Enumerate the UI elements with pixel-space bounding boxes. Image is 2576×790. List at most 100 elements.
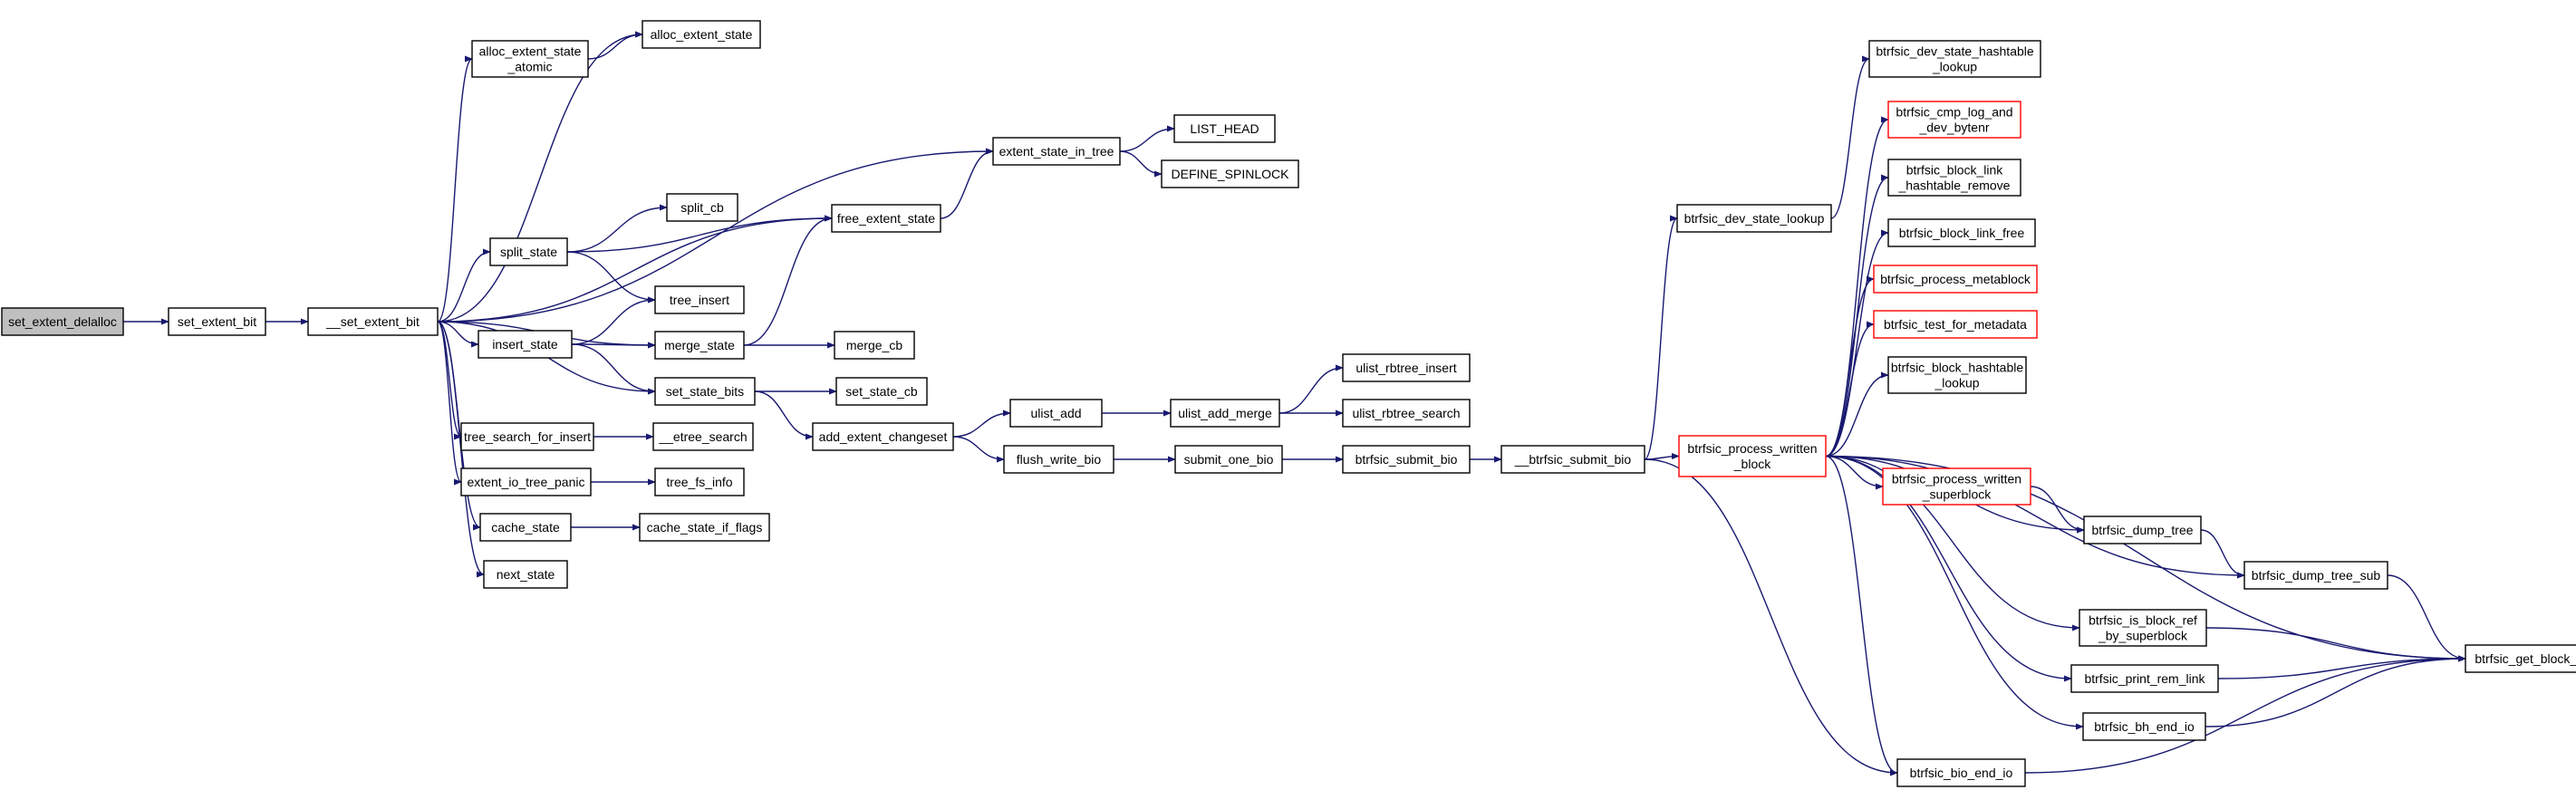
node-label: ulist_rbtree_search	[1352, 406, 1460, 420]
node-label: add_extent_changeset	[819, 429, 948, 444]
node-btrfsic-print-rem-link[interactable]: btrfsic_print_rem_link	[2070, 664, 2219, 693]
node-ulist-rbtree-search[interactable]: ulist_rbtree_search	[1342, 399, 1471, 428]
edge-btrfsic-process-written-block-to-btrfsic-bio-end-io	[1825, 455, 1898, 776]
node-label: tree_insert	[670, 293, 729, 307]
node-label: submit_one_bio	[1184, 452, 1274, 467]
node-label: alloc_extent_state	[479, 44, 582, 59]
node-submit-one-bio[interactable]: submit_one_bio	[1174, 445, 1283, 474]
edge-set-extent-bit-to-split-state	[437, 248, 491, 323]
node-cache-state-if-flags[interactable]: cache_state_if_flags	[639, 513, 770, 542]
node-box	[831, 204, 941, 233]
node-list-head[interactable]: LIST_HEAD	[1173, 114, 1276, 143]
node-btrfsic-process-metablock[interactable]: btrfsic_process_metablock	[1873, 265, 2038, 294]
edge-insert-state-to-tree-insert	[571, 296, 656, 345]
node-label: btrfsic_block_link	[1906, 163, 2004, 178]
node-box	[834, 331, 915, 360]
node-label: btrfsic_bio_end_io	[1910, 766, 2013, 780]
node-label: _by_superblock	[2098, 629, 2188, 643]
node-alloc-extent-state-atomic[interactable]: alloc_extent_state_atomic	[471, 40, 589, 78]
node-box	[479, 513, 572, 542]
node-label: btrfsic_cmp_log_and	[1896, 105, 2012, 120]
edge-btrfsic-dump-tree-to-btrfsic-dump-tree-sub	[2200, 529, 2245, 579]
node-label: cache_state_if_flags	[647, 520, 763, 535]
node-btrfsic-bio-end-io[interactable]: btrfsic_bio_end_io	[1896, 758, 2026, 787]
node-cache-state[interactable]: cache_state	[479, 513, 572, 542]
node-define-spinlock[interactable]: DEFINE_SPINLOCK	[1161, 159, 1299, 188]
node-label: alloc_extent_state	[651, 27, 753, 42]
node-btrfsic-dump-tree[interactable]: btrfsic_dump_tree	[2083, 515, 2202, 544]
node-label: ulist_add	[1030, 406, 1081, 420]
node-btrfsic-process-written-superblock[interactable]: btrfsic_process_written_superblock	[1882, 467, 2031, 506]
node-box	[654, 467, 745, 496]
node-btrfsic-submit-bio[interactable]: btrfsic_submit_bio	[1342, 445, 1471, 474]
node-split-state[interactable]: split_state	[489, 237, 568, 266]
node-tree-search-for-insert[interactable]: tree_search_for_insert	[460, 422, 594, 451]
node-btrfsic-process-written-block[interactable]: btrfsic_process_written_block	[1678, 435, 1827, 477]
node-box	[2465, 644, 2576, 673]
node-btrfsic-dump-tree-sub[interactable]: btrfsic_dump_tree_sub	[2243, 561, 2388, 590]
node-set-state-cb[interactable]: set_state_cb	[835, 377, 928, 406]
node-alloc-extent-state[interactable]: alloc_extent_state	[642, 20, 761, 49]
node-btrfsic-test-for-metadata[interactable]: btrfsic_test_for_metadata	[1873, 310, 2038, 339]
edge-btrfsic-bh-end-io-to-btrfsic-get-block-type	[2205, 655, 2466, 727]
node-box	[1887, 159, 2021, 197]
edge-set-extent-bit-to-extent-io-tree-panic	[437, 321, 462, 486]
node-label: DEFINE_SPINLOCK	[1172, 167, 1290, 181]
edge-insert-state-to-set-state-bits	[571, 343, 656, 395]
node-btrfsic-is-block-ref-by-superblock[interactable]: btrfsic_is_block_ref_by_superblock	[2079, 609, 2207, 647]
node-box	[639, 513, 770, 542]
edge-btrfsic-process-written-block-to-btrfsic-bh-end-io	[1825, 455, 2084, 730]
node-label: extent_io_tree_panic	[468, 475, 585, 489]
node-extent-io-tree-panic[interactable]: extent_io_tree_panic	[460, 467, 592, 496]
node-label: btrfsic_dev_state_hashtable	[1876, 44, 2034, 59]
node-ulist-add[interactable]: ulist_add	[1009, 399, 1103, 428]
node-split-cb[interactable]: split_cb	[666, 193, 738, 222]
node-btrfsic-submit-bio[interactable]: __btrfsic_submit_bio	[1500, 445, 1645, 474]
node-label: btrfsic_bh_end_io	[2094, 719, 2195, 734]
node-box	[2079, 609, 2207, 647]
node-label: btrfsic_get_block_type	[2475, 651, 2576, 666]
node-label: set_state_bits	[666, 384, 744, 399]
edge-btrfsic-dev-state-lookup-to-btrfsic-dev-state-hashtable-lookup	[1830, 55, 1870, 219]
node-box	[654, 377, 756, 406]
node-label: set_extent_bit	[178, 314, 256, 329]
edge-btrfsic-submit-bio-to-btrfsic-bio-end-io	[1644, 458, 1898, 776]
node-box	[1342, 353, 1471, 382]
edge-ulist-add-merge-to-ulist-rbtree-insert	[1278, 364, 1344, 414]
node-next-state[interactable]: next_state	[483, 560, 568, 589]
node-ulist-rbtree-insert[interactable]: ulist_rbtree_insert	[1342, 353, 1471, 382]
node-etree-search[interactable]: __etree_search	[652, 422, 754, 451]
node-free-extent-state[interactable]: free_extent_state	[831, 204, 941, 233]
edge-btrfsic-process-written-block-to-btrfsic-process-metablock	[1825, 275, 1875, 458]
node-label: set_state_cb	[845, 384, 918, 399]
node-box	[2070, 664, 2219, 693]
node-set-extent-bit[interactable]: set_extent_bit	[168, 307, 266, 336]
node-btrfsic-block-link-hashtable-remove[interactable]: btrfsic_block_link_hashtable_remove	[1887, 159, 2021, 197]
node-set-extent-bit[interactable]: __set_extent_bit	[307, 307, 439, 336]
node-box	[489, 237, 568, 266]
edge-btrfsic-bio-end-io-to-btrfsic-get-block-type	[2024, 655, 2466, 774]
node-box	[478, 330, 573, 359]
node-add-extent-changeset[interactable]: add_extent_changeset	[812, 422, 954, 451]
node-merge-cb[interactable]: merge_cb	[834, 331, 915, 360]
node-tree-fs-info[interactable]: tree_fs_info	[654, 467, 745, 496]
node-insert-state[interactable]: insert_state	[478, 330, 573, 359]
node-set-extent-delalloc[interactable]: set_extent_delalloc	[1, 307, 124, 336]
node-tree-insert[interactable]: tree_insert	[654, 285, 745, 314]
node-flush-write-bio[interactable]: flush_write_bio	[1003, 445, 1114, 474]
node-label: insert_state	[492, 337, 558, 352]
node-extent-state-in-tree[interactable]: extent_state_in_tree	[992, 137, 1121, 166]
node-btrfsic-cmp-log-and-dev-bytenr[interactable]: btrfsic_cmp_log_and_dev_bytenr	[1887, 101, 2021, 139]
node-box	[1173, 114, 1276, 143]
node-btrfsic-block-link-free[interactable]: btrfsic_block_link_free	[1887, 218, 2036, 247]
node-btrfsic-bh-end-io[interactable]: btrfsic_bh_end_io	[2082, 712, 2206, 741]
node-btrfsic-get-block-type[interactable]: btrfsic_get_block_type	[2465, 644, 2576, 673]
node-btrfsic-dev-state-lookup[interactable]: btrfsic_dev_state_lookup	[1676, 204, 1832, 233]
node-label: cache_state	[491, 520, 560, 535]
node-btrfsic-block-hashtable-lookup[interactable]: btrfsic_block_hashtable_lookup	[1887, 356, 2027, 394]
node-ulist-add-merge[interactable]: ulist_add_merge	[1170, 399, 1280, 428]
node-btrfsic-dev-state-hashtable-lookup[interactable]: btrfsic_dev_state_hashtable_lookup	[1868, 40, 2041, 78]
node-merge-state[interactable]: merge_state	[654, 331, 745, 360]
node-label: tree_fs_info	[666, 475, 732, 489]
node-set-state-bits[interactable]: set_state_bits	[654, 377, 756, 406]
